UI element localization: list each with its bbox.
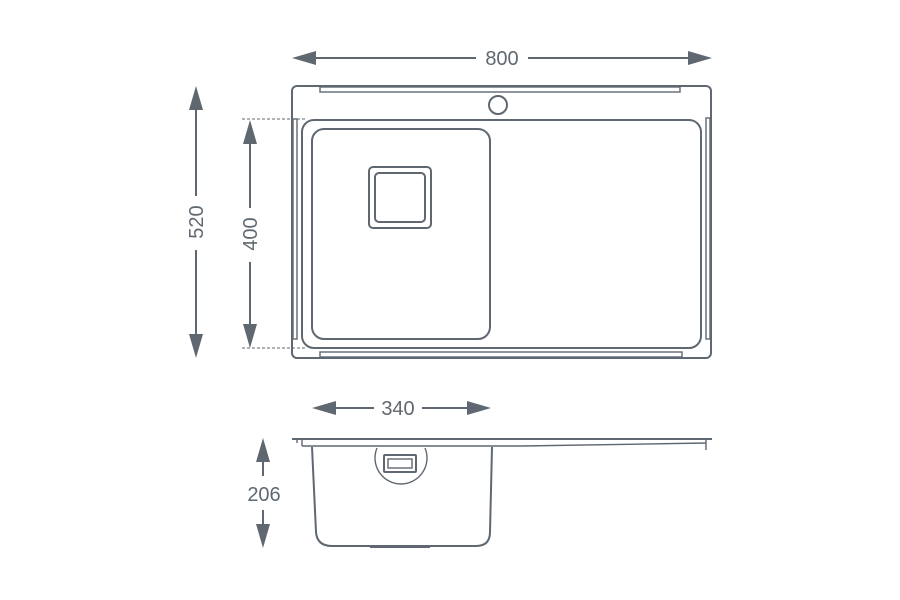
dimension-label: 340: [381, 398, 414, 420]
arrow-up-icon: [243, 120, 257, 144]
overflow-ring: [374, 447, 428, 485]
tap-hole: [488, 95, 508, 115]
dimension-340: 340: [312, 398, 491, 420]
arrow-up-icon: [189, 86, 203, 110]
sink-outline: [291, 85, 712, 359]
rim-underside: [302, 442, 707, 447]
top-view: [242, 85, 712, 359]
bowl-outline: [311, 128, 491, 340]
arrow-down-icon: [243, 324, 257, 348]
dimension-label: 400: [240, 217, 262, 250]
bowl-profile: [311, 446, 493, 547]
arrow-left-icon: [292, 51, 316, 65]
arrow-down-icon: [189, 334, 203, 358]
overflow-outer: [383, 454, 417, 473]
arrow-right-icon: [688, 51, 712, 65]
top-slot: [319, 86, 681, 93]
left-slot: [292, 118, 298, 340]
side-view: [292, 438, 712, 548]
drain-inner: [374, 172, 426, 223]
dimension-label: 800: [485, 48, 518, 70]
right-slot: [705, 117, 711, 340]
dimension-800: 800: [292, 48, 712, 70]
dimension-520: 520: [186, 86, 208, 358]
arrow-left-icon: [312, 401, 336, 415]
arrow-up-icon: [256, 438, 270, 462]
dimension-label: 206: [247, 484, 280, 506]
arrow-down-icon: [256, 524, 270, 548]
dimension-400: 400: [240, 120, 262, 348]
bottom-slot: [319, 351, 683, 358]
overflow-inner: [387, 458, 413, 469]
arrow-right-icon: [467, 401, 491, 415]
rim-lips: [296, 439, 707, 450]
drain-outer: [368, 166, 432, 229]
drainer-outline: [301, 119, 702, 349]
dimension-206: 206: [247, 438, 281, 548]
dimension-label: 520: [186, 205, 208, 238]
